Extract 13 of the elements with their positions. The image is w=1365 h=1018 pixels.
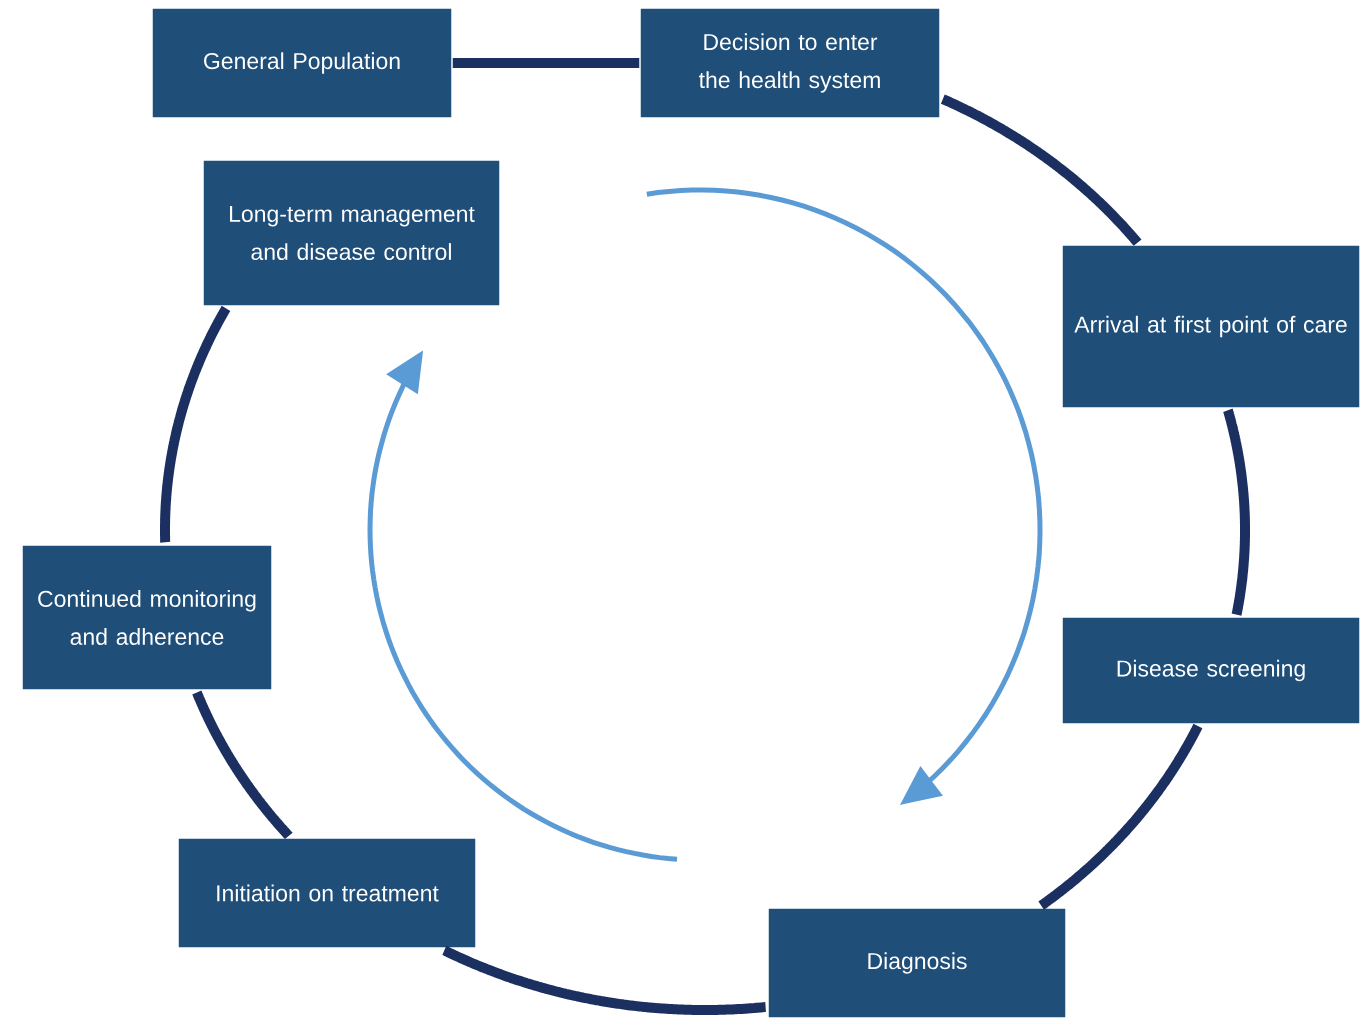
process-box: Decision to enter the health system	[639, 7, 941, 119]
process-box: Continued monitoring and adherence	[21, 544, 273, 691]
connector-line	[192, 688, 294, 841]
process-box: Arrival at first point of care	[1061, 244, 1361, 409]
process-box: General Population	[151, 7, 453, 119]
process-box: Initiation on treatment	[177, 837, 477, 949]
process-box: Disease screening	[1061, 616, 1361, 725]
connector-line	[1037, 722, 1203, 910]
process-box: Long-term management and disease control	[202, 159, 501, 307]
connector-line	[939, 94, 1142, 247]
connector-line	[1223, 406, 1250, 619]
process-box: Diagnosis	[767, 907, 1067, 1018]
connector-line	[452, 58, 640, 68]
